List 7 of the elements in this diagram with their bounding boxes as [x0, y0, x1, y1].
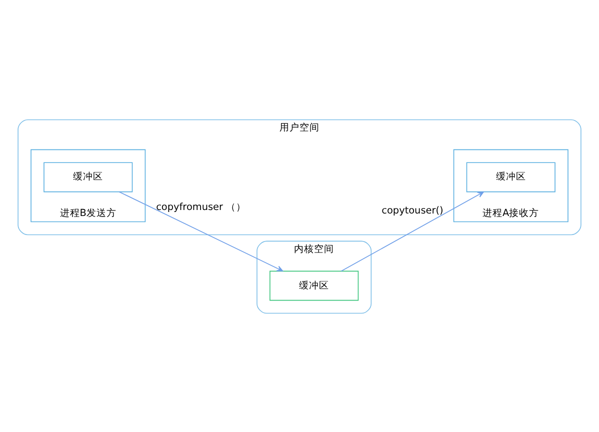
arrow [340, 191, 484, 272]
node-box: 缓冲区 [466, 162, 556, 192]
node-box: 缓冲区 [270, 270, 359, 300]
node-box: 缓冲区 [44, 162, 133, 192]
arrow [118, 190, 284, 271]
edge-label: copyfromuser （） [156, 202, 246, 213]
edge-label: copytouser() [382, 204, 444, 216]
